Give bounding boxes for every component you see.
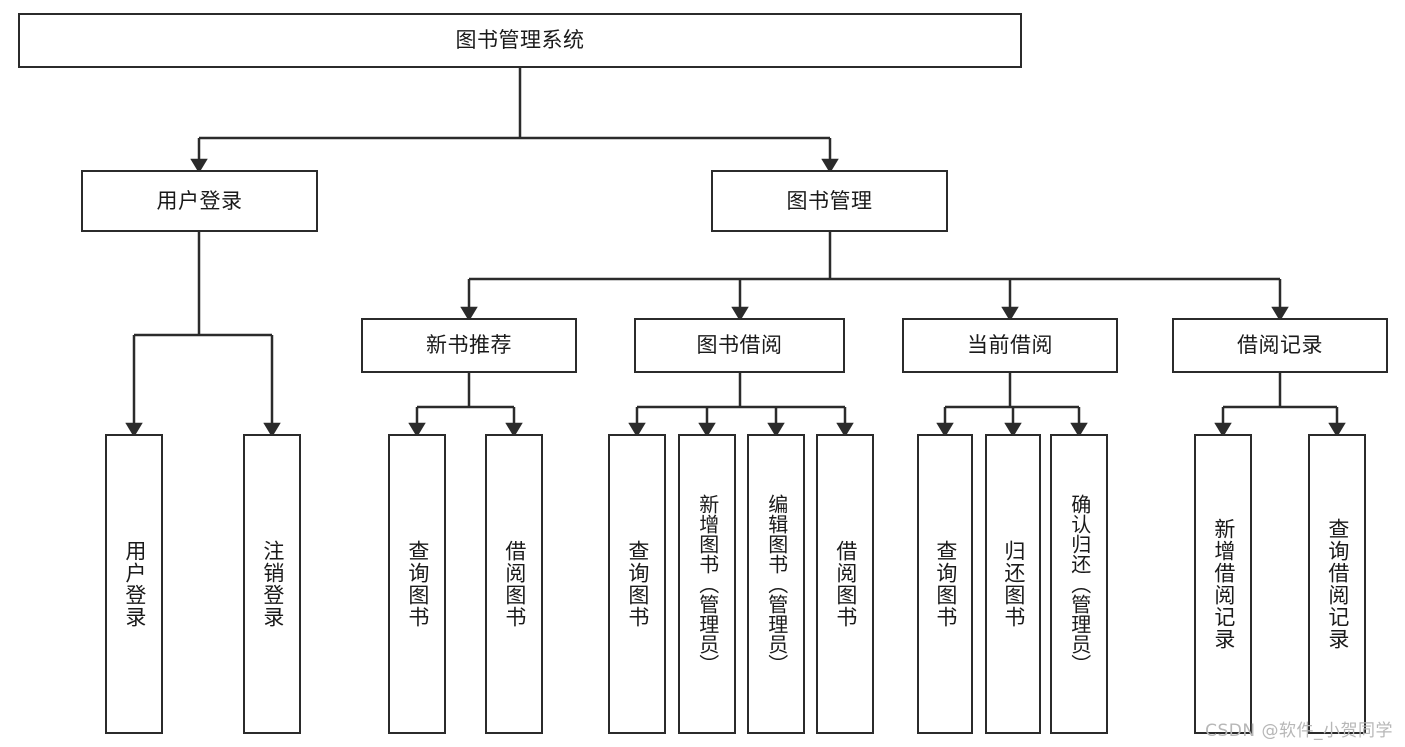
node-leaf-return-book-label: 归还图书 (1001, 540, 1026, 628)
node-leaf-user-login-label: 用户登录 (122, 540, 147, 628)
node-leaf-query-book-recommend[interactable]: 查询图书 (388, 434, 446, 734)
node-current-borrow[interactable]: 当前借阅 (902, 318, 1118, 373)
node-book-borrow-label: 图书借阅 (696, 333, 783, 358)
node-new-book-recommend-label: 新书推荐 (426, 333, 512, 358)
node-new-book-recommend[interactable]: 新书推荐 (361, 318, 577, 373)
node-leaf-logout-label: 注销登录 (260, 540, 285, 628)
node-borrow-record[interactable]: 借阅记录 (1172, 318, 1388, 373)
node-leaf-query-borrow-record[interactable]: 查询借阅记录 (1308, 434, 1366, 734)
node-root-label: 图书管理系统 (455, 28, 585, 53)
node-leaf-edit-book-admin[interactable]: 编辑图书（管理员） (747, 434, 805, 734)
node-current-borrow-label: 当前借阅 (967, 333, 1053, 358)
node-leaf-borrow-book[interactable]: 借阅图书 (816, 434, 874, 734)
node-leaf-borrow-book-recommend-label: 借阅图书 (502, 540, 527, 628)
node-borrow-record-label: 借阅记录 (1237, 333, 1323, 358)
node-leaf-query-book-borrow[interactable]: 查询图书 (608, 434, 666, 734)
node-root[interactable]: 图书管理系统 (18, 13, 1022, 68)
node-leaf-confirm-return-admin[interactable]: 确认归还（管理员） (1050, 434, 1108, 734)
node-leaf-return-book[interactable]: 归还图书 (985, 434, 1041, 734)
node-book-management-label: 图书管理 (786, 188, 873, 213)
node-leaf-add-borrow-record[interactable]: 新增借阅记录 (1194, 434, 1252, 734)
node-leaf-confirm-return-admin-label: 确认归还（管理员） (1067, 494, 1092, 674)
node-user-login[interactable]: 用户登录 (81, 170, 318, 232)
node-leaf-query-book-current[interactable]: 查询图书 (917, 434, 973, 734)
node-leaf-add-borrow-record-label: 新增借阅记录 (1211, 518, 1236, 650)
node-leaf-edit-book-admin-label: 编辑图书（管理员） (764, 494, 789, 674)
watermark-text: CSDN @软件_小贺同学 (1205, 721, 1393, 741)
node-leaf-logout[interactable]: 注销登录 (243, 434, 301, 734)
node-leaf-borrow-book-recommend[interactable]: 借阅图书 (485, 434, 543, 734)
node-book-borrow[interactable]: 图书借阅 (634, 318, 845, 373)
node-user-login-label: 用户登录 (156, 188, 243, 213)
node-leaf-borrow-book-label: 借阅图书 (833, 540, 858, 628)
node-leaf-user-login[interactable]: 用户登录 (105, 434, 163, 734)
node-leaf-query-book-recommend-label: 查询图书 (405, 540, 430, 628)
node-leaf-query-book-current-label: 查询图书 (933, 540, 958, 628)
node-leaf-query-borrow-record-label: 查询借阅记录 (1325, 518, 1350, 650)
node-leaf-add-book-admin-label: 新增图书（管理员） (695, 494, 720, 674)
node-leaf-query-book-borrow-label: 查询图书 (625, 540, 650, 628)
node-book-management[interactable]: 图书管理 (711, 170, 948, 232)
node-leaf-add-book-admin[interactable]: 新增图书（管理员） (678, 434, 736, 734)
